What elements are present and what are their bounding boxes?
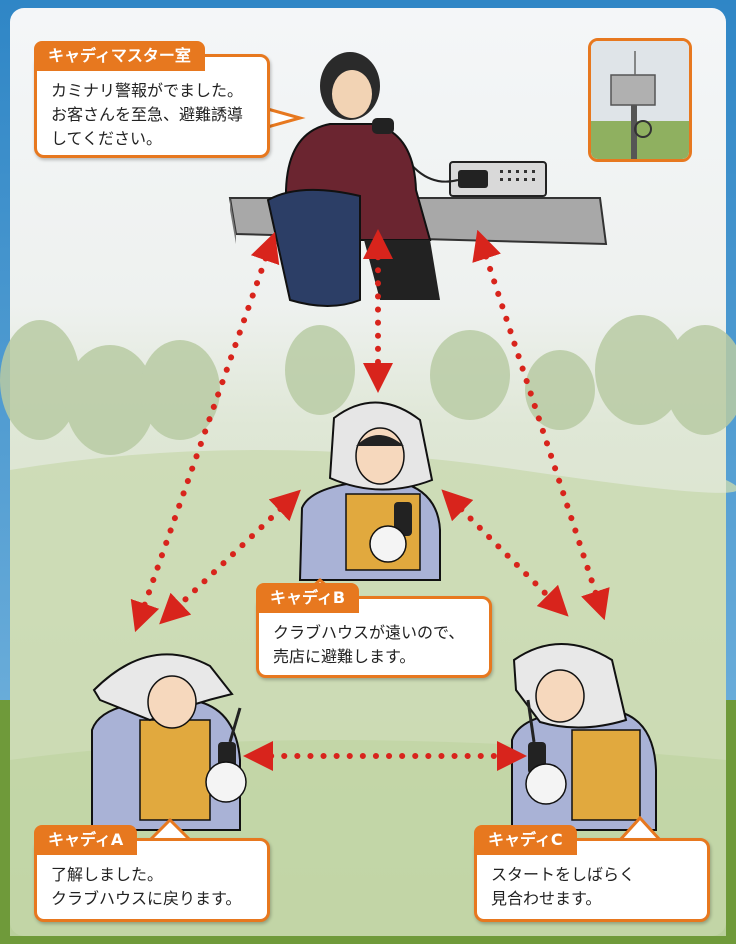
master-room-title: キャディマスター室 xyxy=(34,41,205,71)
dispatcher-figure xyxy=(266,52,440,307)
caddie-b-figure xyxy=(298,401,441,581)
caddie-a-figure xyxy=(91,653,247,831)
arrow-master-to-c xyxy=(472,229,610,621)
caddie-a-message: 了解しました。 クラブハウスに戻ります。 xyxy=(51,865,242,908)
caddie-c-message: スタートをしばらく 見合わせます。 xyxy=(491,865,636,908)
caddie-b-message: クラブハウスが遠いので、 売店に避難します。 xyxy=(273,623,465,666)
caddie-c-bubble: キャディC スタートをしばらく 見合わせます。 xyxy=(474,825,710,922)
radio-transmitter-icon xyxy=(394,139,547,197)
caddie-a-title: キャディA xyxy=(34,825,138,855)
caddie-b-bubble: キャディB クラブハウスが遠いので、 売店に避難します。 xyxy=(256,583,492,678)
caddie-b-title: キャディB xyxy=(256,583,360,613)
arrow-b-to-c xyxy=(441,489,569,617)
communication-arrows xyxy=(130,229,610,771)
caddie-a-bubble: キャディA 了解しました。 クラブハウスに戻ります。 xyxy=(34,825,270,922)
master-room-bubble: キャディマスター室 カミナリ警報がでました。 お客さんを至急、避難誘導 してくだ… xyxy=(34,41,270,158)
master-room-message: カミナリ警報がでました。 お客さんを至急、避難誘導 してください。 xyxy=(51,81,244,148)
caddie-c-title: キャディC xyxy=(474,825,577,855)
lightning-sensor-photo xyxy=(588,38,692,162)
arrow-b-to-a xyxy=(159,489,301,625)
caddie-c-figure xyxy=(511,643,657,831)
